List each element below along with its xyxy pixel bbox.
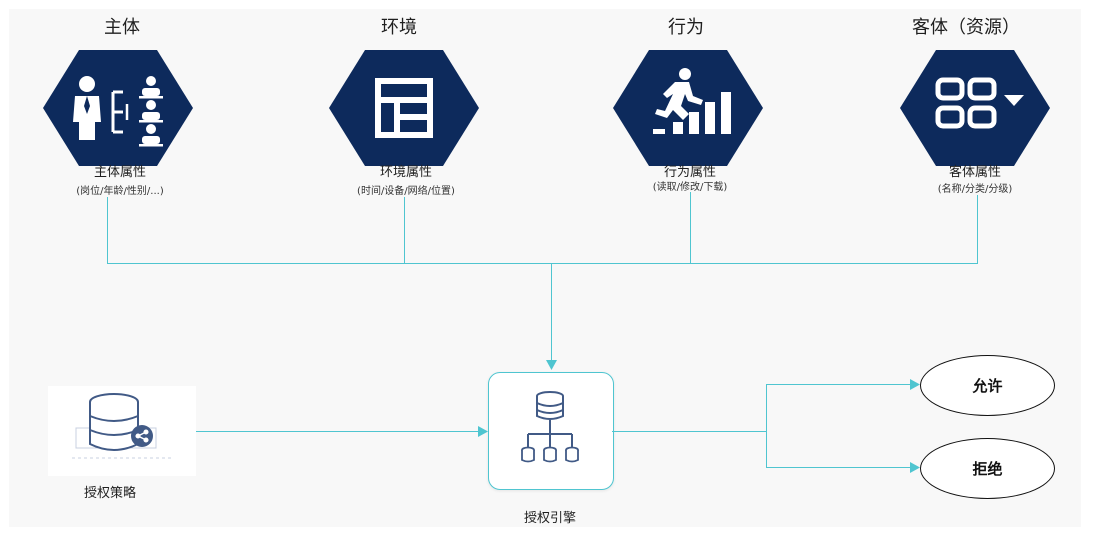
allow-label: 允许: [972, 377, 1003, 395]
allow-outcome: 允许: [920, 355, 1055, 416]
subject-connector: [107, 197, 108, 264]
grid-dropdown-icon: [935, 77, 997, 129]
environment-connector: [404, 197, 405, 264]
environment-attr-title: 环境属性: [379, 165, 433, 180]
subject-hexagon: [43, 50, 193, 166]
to-allow-arrow-icon: [910, 379, 920, 390]
deny-label: 拒绝: [972, 460, 1003, 478]
engine-label: 授权引擎: [523, 511, 577, 526]
object-attr-title: 客体属性: [948, 165, 1002, 180]
organization-people-icon: [73, 76, 163, 147]
action-title: 行为: [668, 17, 704, 38]
to-allow-line: [766, 384, 912, 385]
policy-to-engine-line: [196, 431, 480, 432]
database-hierarchy-icon: [521, 391, 579, 463]
action-connector: [690, 192, 691, 264]
environment-attr-sub: (时间/设备/网络/位置): [357, 186, 455, 197]
environment-title: 环境: [381, 17, 417, 38]
object-connector: [977, 195, 978, 264]
action-attr-sub: (读取/修改/下载): [652, 182, 728, 193]
person-climbing-bars-icon: [653, 68, 731, 134]
object-attr-sub: (名称/分类/分级): [937, 184, 1013, 195]
decision-split-line: [766, 384, 767, 468]
environment-hexagon: [329, 50, 479, 166]
policy-label: 授权策略: [83, 486, 137, 501]
to-deny-line: [766, 467, 912, 468]
attributes-bus-line: [107, 263, 978, 264]
object-title: 客体（资源）: [912, 17, 1020, 38]
deny-outcome: 拒绝: [920, 438, 1055, 499]
subject-attr-sub: (岗位/年龄/性别/...): [76, 186, 164, 197]
subject-attr-title: 主体属性: [93, 165, 147, 180]
action-attr-title: 行为属性: [663, 165, 717, 180]
subject-title: 主体: [104, 17, 140, 38]
bus-to-engine-line: [551, 263, 552, 363]
policy-to-engine-arrow-icon: [478, 426, 488, 437]
object-hexagon: [900, 50, 1050, 166]
action-hexagon: [613, 50, 763, 166]
bus-to-engine-arrow-icon: [546, 360, 557, 370]
database-network-icon: [72, 393, 172, 459]
to-deny-arrow-icon: [910, 462, 920, 473]
window-layout-icon: [375, 78, 433, 138]
engine-out-line: [612, 431, 766, 432]
